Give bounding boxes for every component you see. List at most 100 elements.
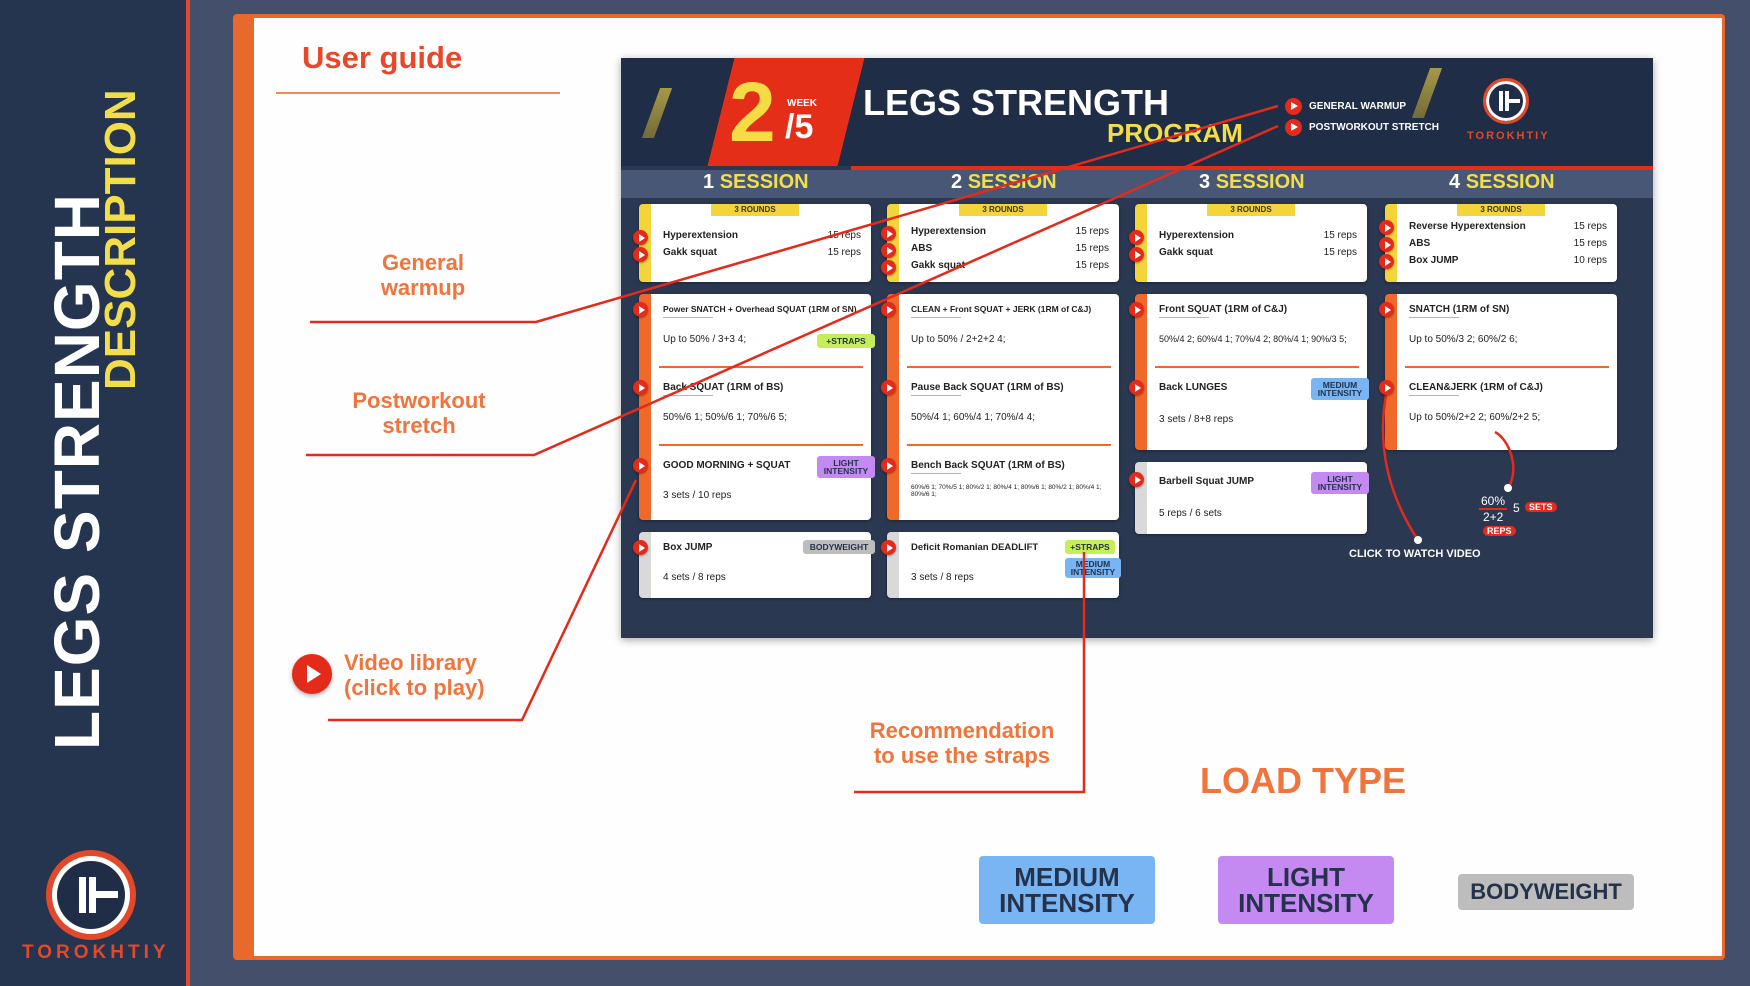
click-to-watch-video: CLICK TO WATCH VIDEO: [1349, 548, 1481, 560]
exercise-reps: 15 reps: [1573, 221, 1607, 232]
badge-medium-intensity: MEDIUM INTENSITY: [1311, 378, 1369, 400]
play-icon[interactable]: [1379, 237, 1394, 252]
exercise-reps: 15 reps: [1075, 226, 1109, 237]
extra-card: Deficit Romanian DEADLIFT +STRAPS MEDIUM…: [887, 532, 1121, 598]
exercise-scheme: Up to 50% / 2+2+2 4;: [911, 334, 1006, 345]
play-icon[interactable]: [881, 226, 896, 241]
exercise-scheme: 60%/6 1; 70%/5 1; 80%/2 1; 80%/4 1; 80%/…: [911, 484, 1102, 498]
exercise-name: Reverse Hyperextension: [1409, 221, 1526, 232]
exercise-scheme: 5 reps / 6 sets: [1159, 508, 1222, 519]
exercise-name: Hyperextension: [911, 226, 987, 237]
main-card: Power SNATCH + Overhead SQUAT (1RM of SN…: [639, 294, 875, 520]
exercise-name: Power SNATCH + Overhead SQUAT (1RM of SN…: [663, 304, 857, 314]
exercise-name: Hyperextension: [1159, 230, 1235, 241]
main-card: SNATCH (1RM of SN) Up to 50%/3 2; 60%/2 …: [1385, 294, 1617, 450]
annotation-video-library: Video library (click to play): [344, 650, 485, 701]
play-icon[interactable]: [1379, 302, 1394, 317]
main-card: Front SQUAT (1RM of C&J) 50%/4 2; 60%/4 …: [1135, 294, 1369, 450]
play-icon[interactable]: [633, 458, 648, 473]
exercise-reps: 15 reps: [1573, 238, 1607, 249]
play-icon[interactable]: [633, 247, 648, 262]
exercise-name: GOOD MORNING + SQUAT: [663, 460, 791, 471]
separator: [1155, 366, 1359, 368]
link-postworkout-stretch[interactable]: POSTWORKOUT STRETCH: [1309, 122, 1439, 133]
exercise-name: Bench Back SQUAT (1RM of BS): [911, 460, 1065, 471]
session-3-label: 3 SESSION: [1199, 171, 1305, 193]
separator: [659, 444, 863, 446]
session-4-label: 4 SESSION: [1449, 171, 1555, 193]
exercise-scheme: Up to 50%/2+2 2; 60%/2+2 5;: [1409, 412, 1541, 423]
exercise-scheme: 50%/4 1; 60%/4 1; 70%/4 4;: [911, 412, 1035, 423]
extra-card: Box JUMP BODYWEIGHT 4 sets / 8 reps: [639, 532, 875, 598]
play-icon[interactable]: [1285, 119, 1302, 136]
exercise-scheme: Up to 50% / 3+3 4;: [663, 334, 747, 345]
play-icon[interactable]: [633, 380, 648, 395]
link-general-warmup[interactable]: GENERAL WARMUP: [1309, 101, 1407, 112]
play-icon[interactable]: [881, 302, 896, 317]
exercise-reps: 15 reps: [1075, 260, 1109, 271]
exercise-name: Hyperextension: [663, 230, 739, 241]
play-icon[interactable]: [633, 302, 648, 317]
play-icon[interactable]: [881, 380, 896, 395]
play-icon[interactable]: [1379, 380, 1394, 395]
exercise-reps: 15 reps: [827, 230, 861, 241]
play-icon[interactable]: [1379, 220, 1394, 235]
underline: [911, 473, 961, 474]
exercise-name: ABS: [1409, 238, 1431, 249]
warmup-card: 3 ROUNDS Reverse Hyperextension 15 reps …: [1385, 204, 1617, 282]
play-icon[interactable]: [633, 230, 648, 245]
exercise-name: Pause Back SQUAT (1RM of BS): [911, 382, 1064, 393]
play-icon[interactable]: [881, 458, 896, 473]
exercise-scheme: 3 sets / 8+8 reps: [1159, 414, 1234, 425]
play-icon[interactable]: [881, 260, 896, 275]
play-icon[interactable]: [881, 243, 896, 258]
play-icon[interactable]: [1129, 247, 1144, 262]
underline: [1409, 317, 1459, 318]
legend-medium-intensity: MEDIUM INTENSITY: [979, 856, 1155, 924]
play-icon[interactable]: [1129, 230, 1144, 245]
play-icon[interactable]: [1285, 98, 1302, 115]
exercise-name: Back LUNGES: [1159, 382, 1228, 393]
load-type-title: LOAD TYPE: [1200, 760, 1407, 801]
play-icon[interactable]: [1129, 302, 1144, 317]
legend-reps-label: REPS: [1483, 526, 1516, 536]
play-icon[interactable]: [633, 540, 648, 555]
exercise-reps: 10 reps: [1573, 255, 1607, 266]
annotation-general-warmup: General warmup: [380, 250, 466, 301]
week-label: WEEK: [787, 98, 817, 109]
separator: [659, 366, 863, 368]
underline: [911, 395, 961, 396]
play-icon[interactable]: [881, 540, 896, 555]
separator: [907, 444, 1111, 446]
exercise-name: Gakk squat: [663, 247, 717, 258]
torokhtiy-logo-icon: [1483, 78, 1529, 124]
annotation-postworkout: Postworkout stretch: [352, 388, 486, 439]
play-icon[interactable]: [1129, 380, 1144, 395]
badge-medium-intensity: MEDIUM INTENSITY: [1065, 558, 1121, 578]
exercise-name: ABS: [911, 243, 933, 254]
exercise-scheme: 50%/4 2; 60%/4 1; 70%/4 2; 80%/4 1; 90%/…: [1159, 334, 1347, 344]
legend-bodyweight: BODYWEIGHT: [1458, 874, 1634, 910]
sidebar: LEGS STRENGTH DESCRIPTION TOROKHTIY: [0, 0, 190, 986]
brand-name: TOROKHTIY: [22, 942, 170, 963]
warmup-card: 3 ROUNDS Hyperextension 15 reps ABS 15 r…: [887, 204, 1119, 282]
warmup-card: 3 ROUNDS Hyperextension 15 reps Gakk squ…: [1135, 204, 1367, 282]
legend-light-intensity: LIGHT INTENSITY: [1218, 856, 1394, 924]
exercise-scheme: 3 sets / 10 reps: [663, 490, 732, 501]
extra-card: Barbell Squat JUMP LIGHT INTENSITY 5 rep…: [1135, 462, 1369, 534]
exercise-reps: 15 reps: [827, 247, 861, 258]
exercise-name: CLEAN + Front SQUAT + JERK (1RM of C&J): [911, 304, 1092, 314]
exercise-name: CLEAN&JERK (1RM of C&J): [1409, 382, 1543, 393]
play-icon[interactable]: [292, 654, 332, 694]
play-icon[interactable]: [1379, 254, 1394, 269]
underline: [663, 395, 713, 396]
legend-sets-number: 5: [1513, 501, 1520, 515]
exercise-reps: 15 reps: [1075, 243, 1109, 254]
exercise-name: SNATCH (1RM of SN): [1409, 304, 1510, 315]
badge-straps: +STRAPS: [817, 334, 875, 348]
program-subtitle: PROGRAM: [1107, 118, 1243, 148]
exercise-scheme: 3 sets / 8 reps: [911, 572, 974, 583]
session-2-label: 2 SESSION: [951, 171, 1057, 193]
underline: [1159, 317, 1209, 318]
play-icon[interactable]: [1129, 472, 1144, 487]
